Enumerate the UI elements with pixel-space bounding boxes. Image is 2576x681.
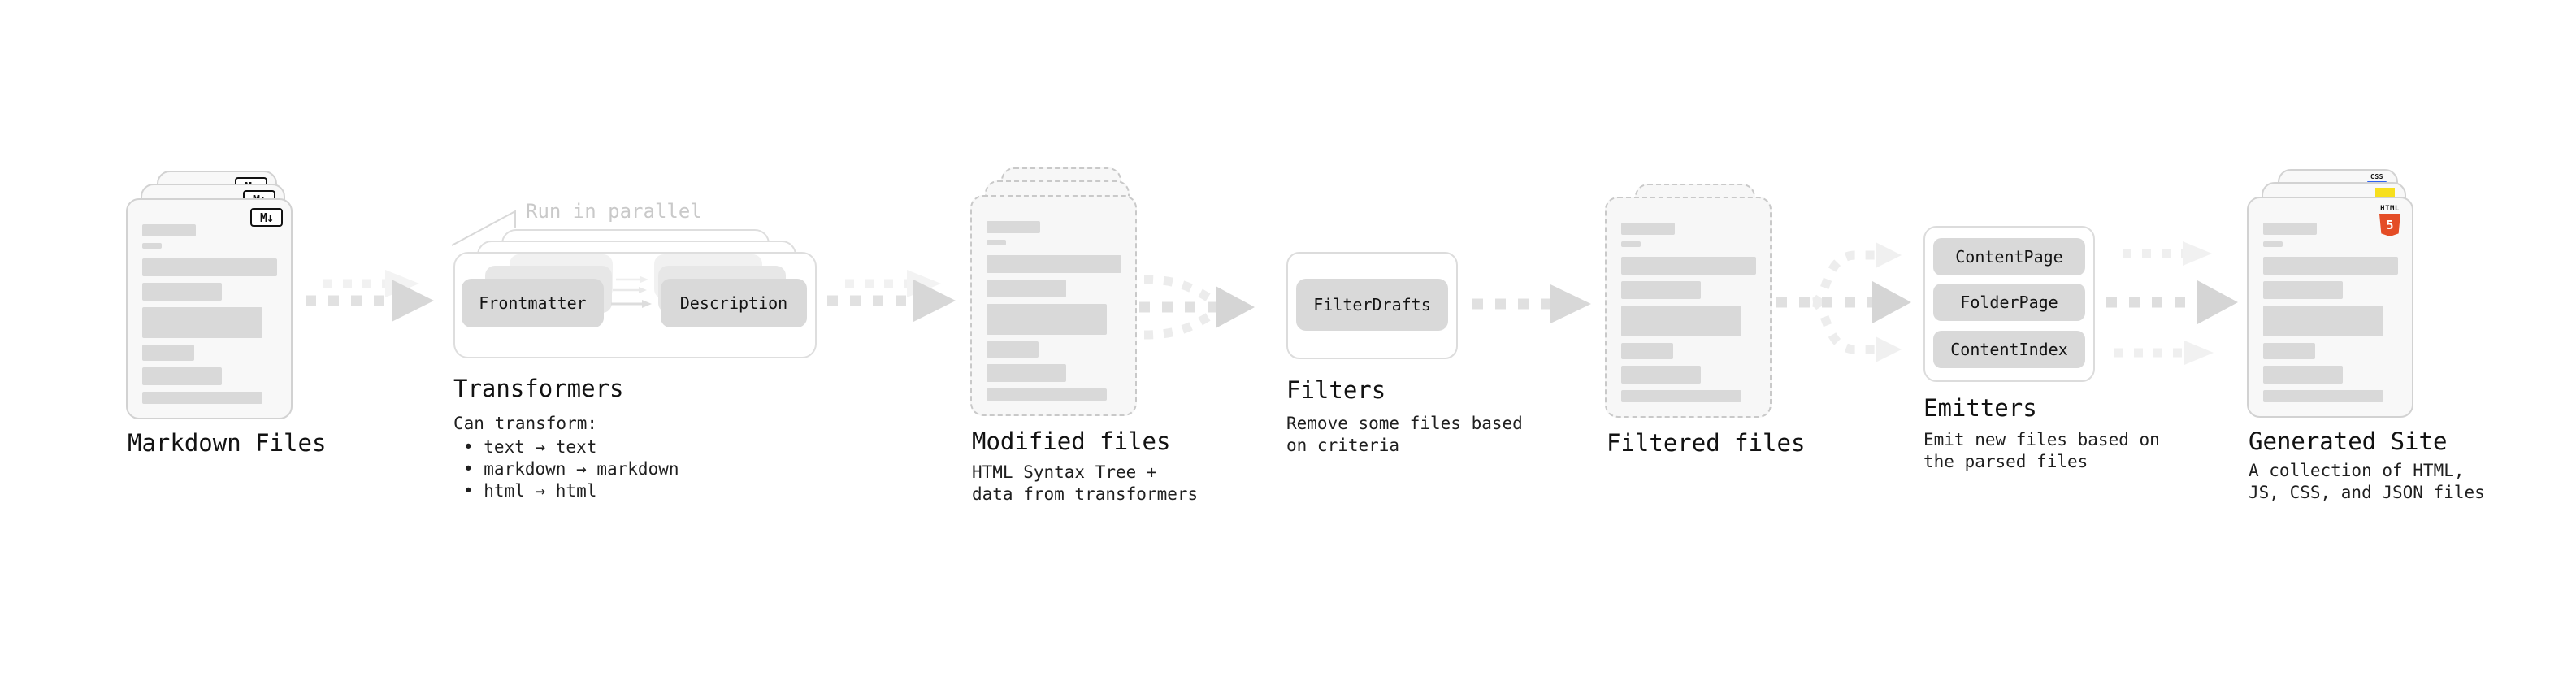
transformers-label: Transformers xyxy=(453,375,624,402)
markdown-file-card-front: M↓ xyxy=(126,198,293,419)
generated-site-desc: A collection of HTML, JS, CSS, and JSON … xyxy=(2249,461,2485,502)
text-placeholder-bars xyxy=(142,224,277,404)
run-in-parallel-note: Run in parallel xyxy=(526,200,702,223)
html5-icon-numeral: 5 xyxy=(2386,218,2394,232)
generated-file-card-front: HTML 5 xyxy=(2247,197,2413,418)
transformers-bullet-list: • text → text • markdown → markdown • ht… xyxy=(463,436,679,502)
frontmatter-chip: Frontmatter xyxy=(462,279,604,327)
text-placeholder-bars xyxy=(1621,223,1756,402)
modified-files-label: Modified files xyxy=(972,427,1171,455)
filtered-file-card-front xyxy=(1605,197,1772,418)
modified-file-card-front xyxy=(970,195,1137,416)
text-placeholder-bars xyxy=(987,221,1121,401)
arrow-merge-to-filters xyxy=(1139,275,1255,340)
folderpage-chip: FolderPage xyxy=(1933,284,2085,321)
arrow-filters-to-filtered xyxy=(1472,284,1591,323)
generated-site-label: Generated Site xyxy=(2249,427,2448,455)
filters-desc: Remove some files based on criteria xyxy=(1286,414,1523,455)
filters-label: Filters xyxy=(1286,376,1386,404)
bullet-item: • markdown → markdown xyxy=(463,459,679,479)
arrow-split-to-emitters xyxy=(1776,242,1911,362)
bullet-item: • text → text xyxy=(463,437,597,457)
note-leader-line xyxy=(451,210,516,246)
arrow-transformers-to-modified xyxy=(827,270,956,322)
mini-transform-arrows xyxy=(611,276,652,308)
css-icon-label: CSS xyxy=(2370,173,2383,180)
filtered-files-label: Filtered files xyxy=(1607,429,1806,457)
html5-icon-shield: 5 xyxy=(2379,214,2400,236)
contentindex-chip: ContentIndex xyxy=(1933,331,2085,368)
contentpage-chip: ContentPage xyxy=(1933,238,2085,275)
emitters-desc: Emit new files based on the parsed files xyxy=(1923,430,2160,471)
arrow-markdown-to-transformers xyxy=(306,270,434,322)
javascript-icon xyxy=(2375,188,2395,199)
filterdrafts-chip: FilterDrafts xyxy=(1296,279,1448,331)
modified-files-desc: HTML Syntax Tree + data from transformer… xyxy=(972,462,1199,504)
transformers-desc-title: Can transform: xyxy=(453,414,598,433)
description-chip: Description xyxy=(661,279,807,327)
markdown-icon: M↓ xyxy=(250,208,283,227)
markdown-files-label: Markdown Files xyxy=(128,429,327,457)
emitters-label: Emitters xyxy=(1923,394,2037,422)
bullet-item: • html → html xyxy=(463,481,597,501)
html5-icon-label: HTML xyxy=(2380,205,2400,213)
text-placeholder-bars xyxy=(2263,223,2398,402)
html5-icon: HTML 5 xyxy=(2379,205,2400,236)
arrows-emitters-to-generated xyxy=(2106,241,2238,365)
